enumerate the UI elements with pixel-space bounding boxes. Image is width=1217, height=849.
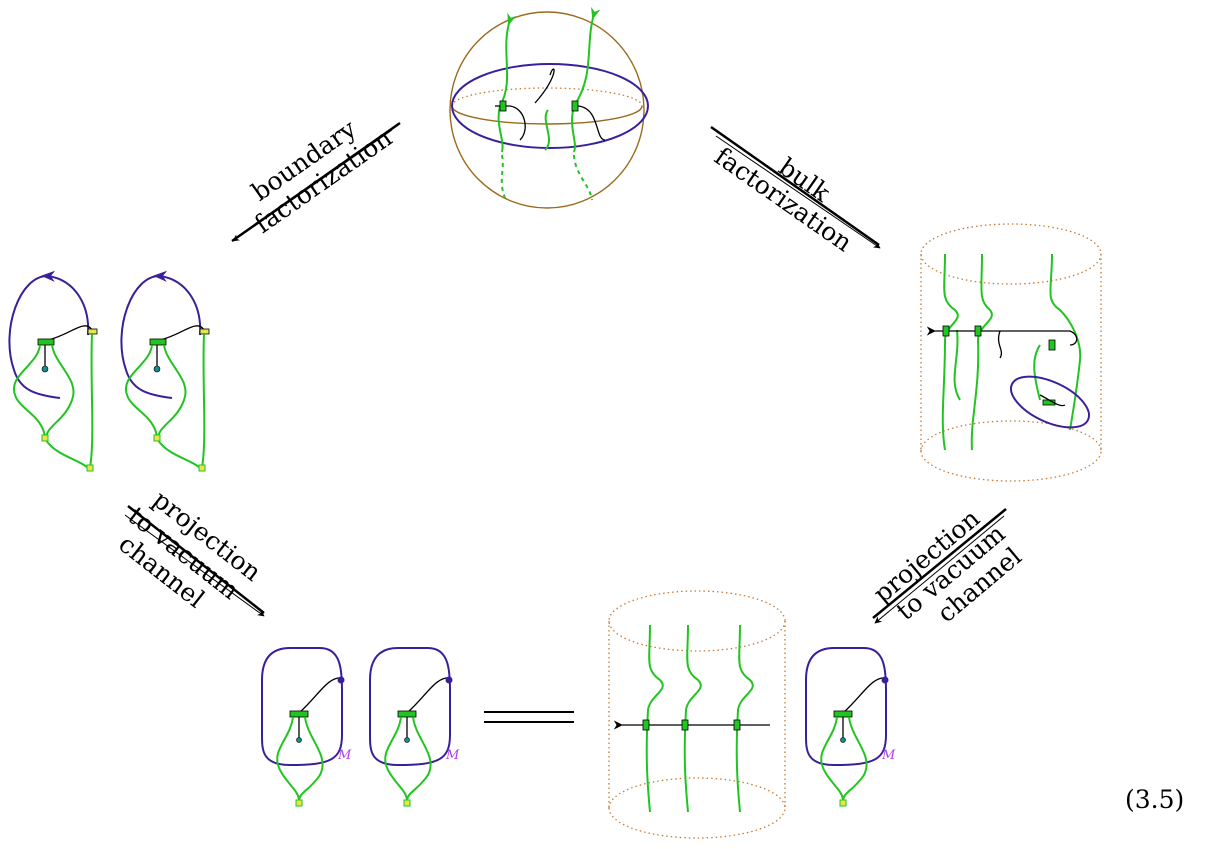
m-label-1: M [337, 748, 352, 763]
projection-left-arrow: projection to vacuum channel [105, 479, 273, 636]
vacuum-piece-2: M [369, 647, 460, 807]
vacuum-cylinder [608, 590, 786, 839]
vacuum-piece-1: M [261, 647, 352, 807]
svg-text:projection to vacuum: projection to vacuum channel [868, 492, 1035, 651]
m-label-3: M [881, 748, 896, 763]
sphere-diagram [449, 6, 649, 209]
vacuum-piece-3: M [805, 647, 896, 807]
svg-text:bulk factorization: bulk factorization [709, 119, 873, 258]
bulk-cylinder [920, 223, 1102, 482]
boundary-piece-2 [120, 270, 210, 472]
bulk-factorization-arrow: bulk factorization [709, 119, 881, 258]
m-label-2: M [445, 748, 460, 763]
svg-text:projection to vacuum: projection to vacuum channel [105, 479, 273, 636]
bulk-factorization-label: factorization [709, 142, 857, 258]
svg-text:boundary factorization: boundary factorization [233, 100, 397, 239]
boundary-piece-1 [8, 270, 98, 472]
boundary-factorization-arrow: boundary factorization [231, 100, 401, 243]
equation-number: (3.5) [1125, 785, 1184, 814]
projection-right-arrow: projection to vacuum channel [868, 492, 1035, 651]
equals-sign [484, 711, 574, 723]
